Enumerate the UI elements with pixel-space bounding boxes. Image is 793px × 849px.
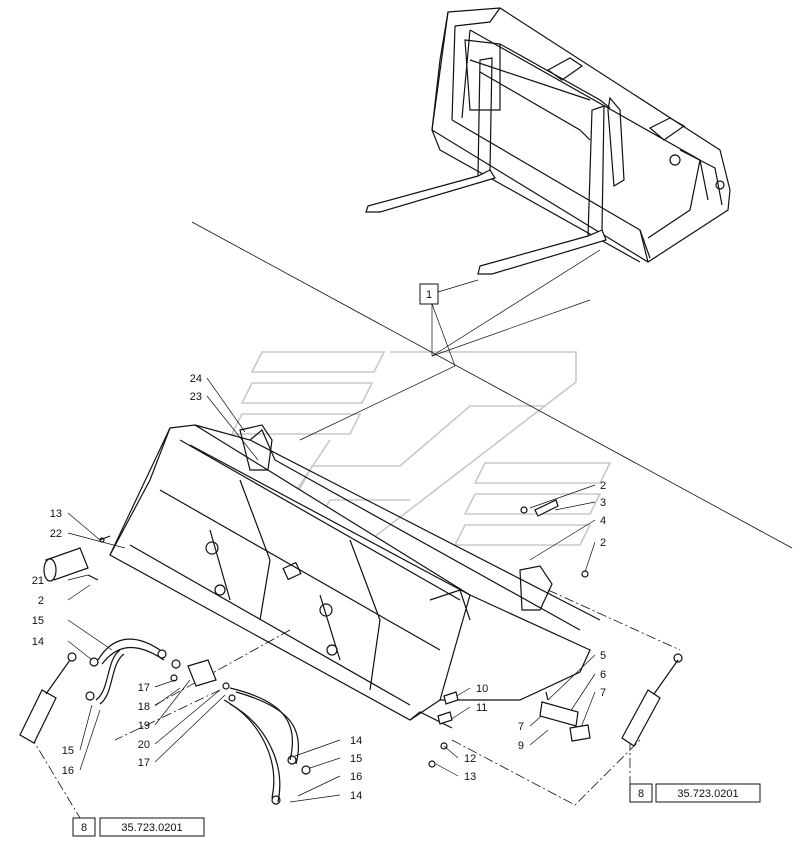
ref-code: 35.723.0201 bbox=[677, 788, 738, 800]
callout-leaders bbox=[67, 377, 596, 803]
callout: 6 bbox=[600, 669, 606, 681]
callout: 12 bbox=[464, 753, 476, 765]
callout: 16 bbox=[62, 765, 74, 777]
ref-code: 35.723.0201 bbox=[121, 822, 182, 834]
callout: 13 bbox=[50, 508, 62, 520]
callout: 14 bbox=[32, 636, 44, 648]
hardware-parts bbox=[19, 499, 683, 805]
callout: 15 bbox=[62, 745, 74, 757]
callout: 21 bbox=[32, 575, 44, 587]
callout: 3 bbox=[600, 497, 606, 509]
callout: 18 bbox=[138, 701, 150, 713]
callout: 5 bbox=[600, 650, 606, 662]
callout: 17 bbox=[138, 757, 150, 769]
callout: 15 bbox=[350, 753, 362, 765]
callout: 7 bbox=[600, 687, 606, 699]
pallet-fork-bucket bbox=[365, 7, 731, 275]
callout: 11 bbox=[476, 702, 487, 714]
group-marker-label: 1 bbox=[426, 289, 432, 301]
reference-box-right[interactable]: 8 35.723.0201 bbox=[629, 783, 761, 803]
callout: 16 bbox=[350, 771, 362, 783]
callout: 15 bbox=[32, 615, 44, 627]
callout: 2 bbox=[38, 595, 44, 607]
callout: 9 bbox=[518, 740, 524, 752]
watermark-logo bbox=[230, 351, 612, 549]
callout-labels: 24 23 13 22 21 2 15 14 17 18 19 20 17 15… bbox=[32, 373, 606, 802]
ref-qty: 8 bbox=[81, 822, 87, 834]
group-marker: 1 bbox=[299, 249, 601, 441]
callout: 4 bbox=[600, 515, 606, 527]
callout: 13 bbox=[464, 771, 476, 783]
callout: 17 bbox=[138, 682, 150, 694]
reference-box-left[interactable]: 8 35.723.0201 bbox=[72, 817, 205, 837]
callout: 14 bbox=[350, 735, 362, 747]
callout: 14 bbox=[350, 790, 362, 802]
callout: 19 bbox=[138, 720, 150, 732]
callout: 7 bbox=[518, 721, 524, 733]
callout: 20 bbox=[138, 739, 150, 751]
standard-bucket bbox=[109, 424, 601, 729]
callout: 23 bbox=[190, 391, 202, 403]
callout: 2 bbox=[600, 480, 606, 492]
routing-lines bbox=[29, 589, 681, 819]
callout: 2 bbox=[600, 537, 606, 549]
callout: 22 bbox=[50, 528, 62, 540]
callout: 10 bbox=[476, 683, 488, 695]
separator-line bbox=[191, 221, 793, 549]
callout: 24 bbox=[190, 373, 202, 385]
ref-qty: 8 bbox=[638, 788, 644, 800]
